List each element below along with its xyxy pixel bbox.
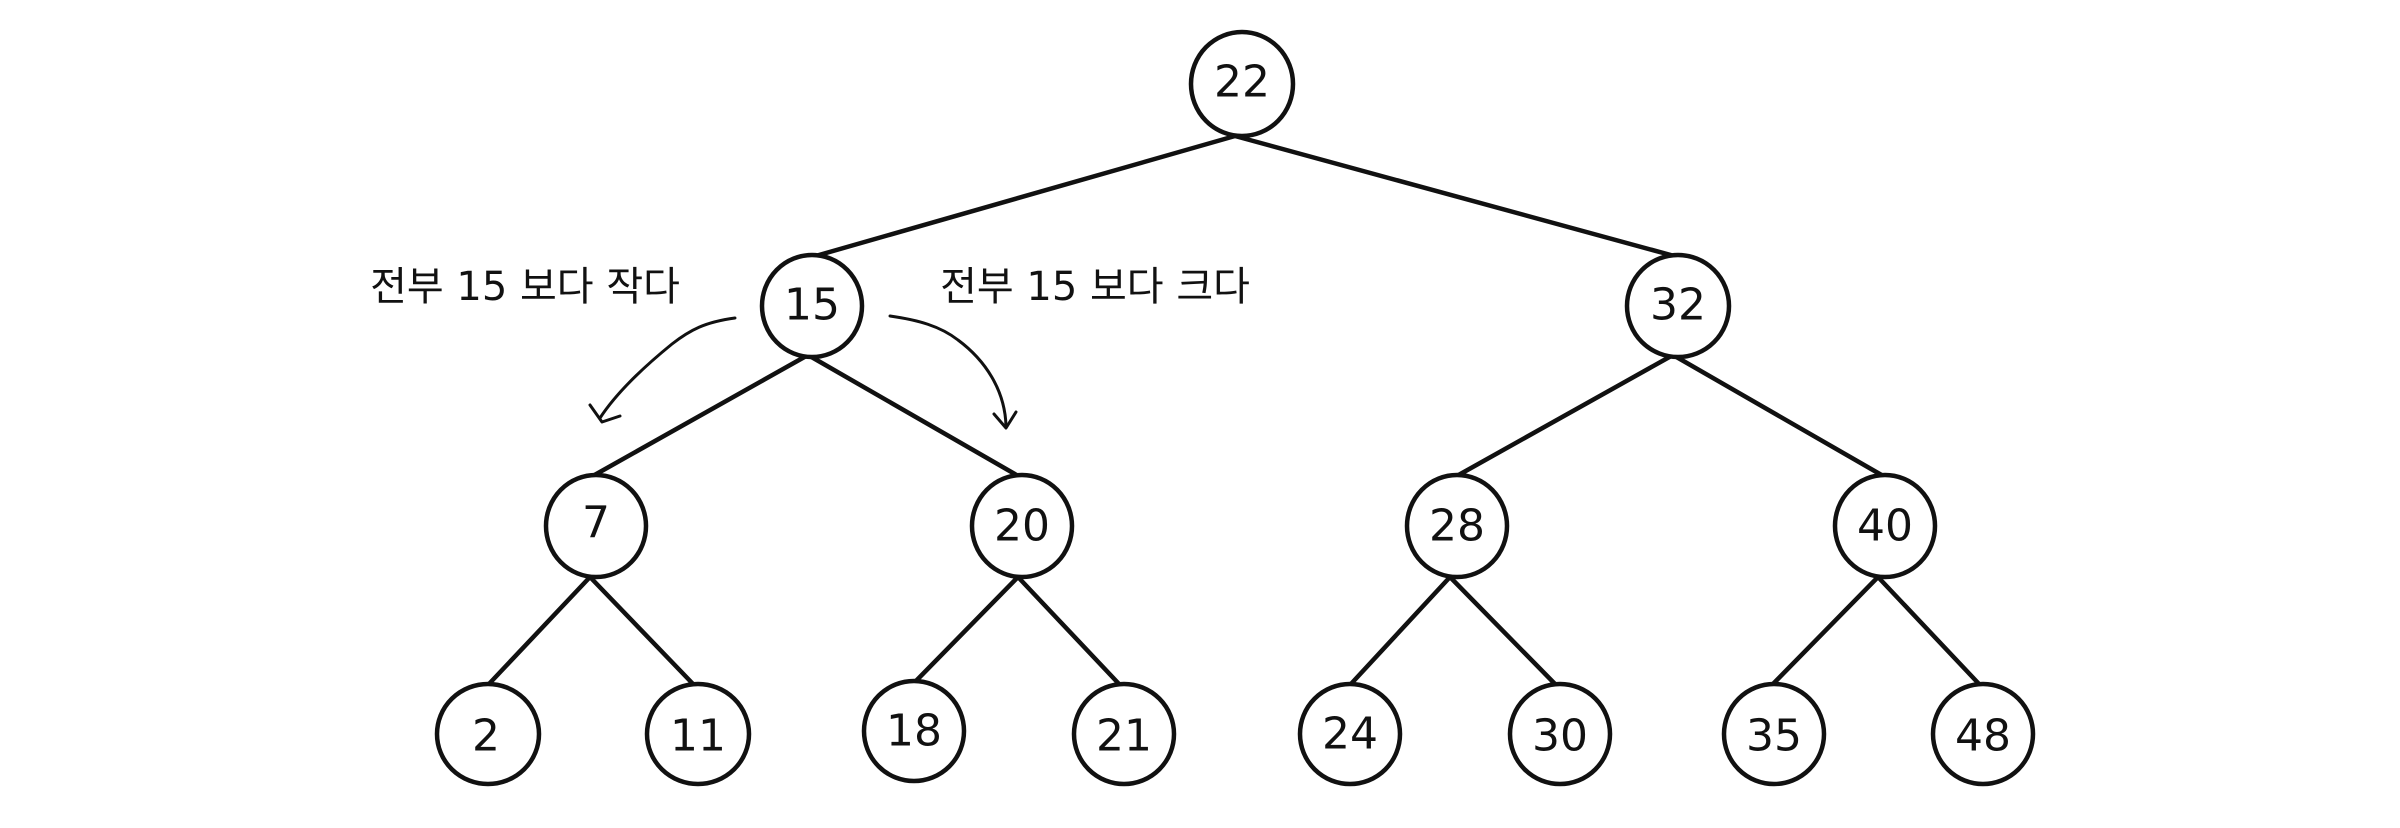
tree-node-11: 11 xyxy=(644,681,752,787)
tree-node-18: 18 xyxy=(861,678,967,784)
node-circle xyxy=(1297,681,1403,787)
annotation-right-subtree-larger: 전부 15 보다 크다 xyxy=(940,264,1250,310)
node-circle xyxy=(543,472,649,580)
annotation-left-subtree-smaller: 전부 15 보다 작다 xyxy=(370,264,680,310)
tree-node-22: 22 xyxy=(1188,29,1296,139)
tree-node-32: 32 xyxy=(1624,252,1732,360)
node-label: 48 xyxy=(1955,711,2011,762)
node-label: 22 xyxy=(1214,57,1270,108)
node-label: 28 xyxy=(1429,501,1485,552)
tree-node-2: 2 xyxy=(434,681,542,787)
tree-edges xyxy=(485,133,1983,688)
edge-7-11 xyxy=(587,574,697,688)
node-circle xyxy=(1188,29,1296,139)
tree-node-20: 20 xyxy=(969,472,1075,580)
node-circle xyxy=(434,681,542,787)
tree-node-40: 40 xyxy=(1832,472,1938,580)
node-circle xyxy=(1404,472,1510,580)
node-label: 24 xyxy=(1322,709,1378,760)
edge-40-48 xyxy=(1875,574,1983,688)
tree-node-48: 48 xyxy=(1930,681,2036,787)
node-label: 21 xyxy=(1096,711,1152,762)
edge-32-40 xyxy=(1670,352,1888,480)
node-label: 30 xyxy=(1532,711,1588,762)
edge-22-15 xyxy=(809,133,1238,260)
edge-22-32 xyxy=(1232,133,1681,260)
node-circle xyxy=(1071,681,1177,787)
tree-node-7: 7 xyxy=(543,472,649,580)
node-label: 40 xyxy=(1857,501,1913,552)
edge-28-30 xyxy=(1447,574,1559,688)
node-label: 35 xyxy=(1746,711,1802,762)
edge-20-21 xyxy=(1015,574,1123,688)
node-circle xyxy=(644,681,752,787)
node-circle xyxy=(1930,681,2036,787)
edge-7-2 xyxy=(485,574,593,688)
edge-15-20 xyxy=(805,352,1023,480)
tree-node-35: 35 xyxy=(1721,681,1827,787)
node-label: 18 xyxy=(886,706,942,757)
node-label: 15 xyxy=(784,280,840,331)
tree-nodes: 22 15 32 7 20 28 40 2 xyxy=(434,29,2036,787)
node-circle xyxy=(1624,252,1732,360)
node-label: 7 xyxy=(582,498,610,549)
node-label: 2 xyxy=(472,711,500,762)
node-circle xyxy=(1832,472,1938,580)
edge-15-7 xyxy=(588,352,811,480)
node-label: 32 xyxy=(1650,280,1706,331)
annotations: 전부 15 보다 작다 전부 15 보다 크다 xyxy=(370,264,1250,430)
edge-32-28 xyxy=(1452,352,1676,480)
node-label: 20 xyxy=(994,501,1050,552)
node-circle xyxy=(861,678,967,784)
edge-28-24 xyxy=(1347,574,1453,688)
tree-node-30: 30 xyxy=(1507,681,1613,787)
tree-node-15: 15 xyxy=(759,252,865,360)
node-circle xyxy=(969,472,1075,580)
tree-node-28: 28 xyxy=(1404,472,1510,580)
tree-node-21: 21 xyxy=(1071,681,1177,787)
curved-arrow-left-icon xyxy=(588,316,737,424)
curved-arrow-right-icon xyxy=(888,314,1018,430)
node-circle xyxy=(1507,681,1613,787)
edge-40-35 xyxy=(1769,574,1881,688)
tree-node-24: 24 xyxy=(1297,681,1403,787)
node-circle xyxy=(1721,681,1827,787)
node-circle xyxy=(759,252,865,360)
node-label: 11 xyxy=(670,711,726,762)
edge-20-18 xyxy=(909,574,1021,688)
